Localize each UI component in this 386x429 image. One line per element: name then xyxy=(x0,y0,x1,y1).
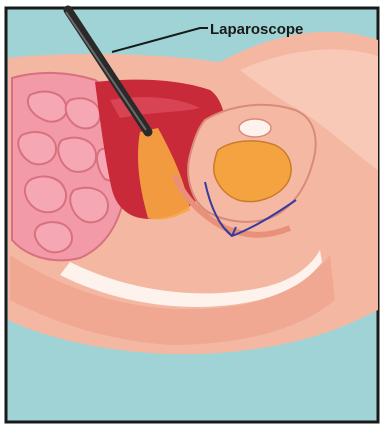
callout-label: Laparoscope xyxy=(210,21,303,38)
